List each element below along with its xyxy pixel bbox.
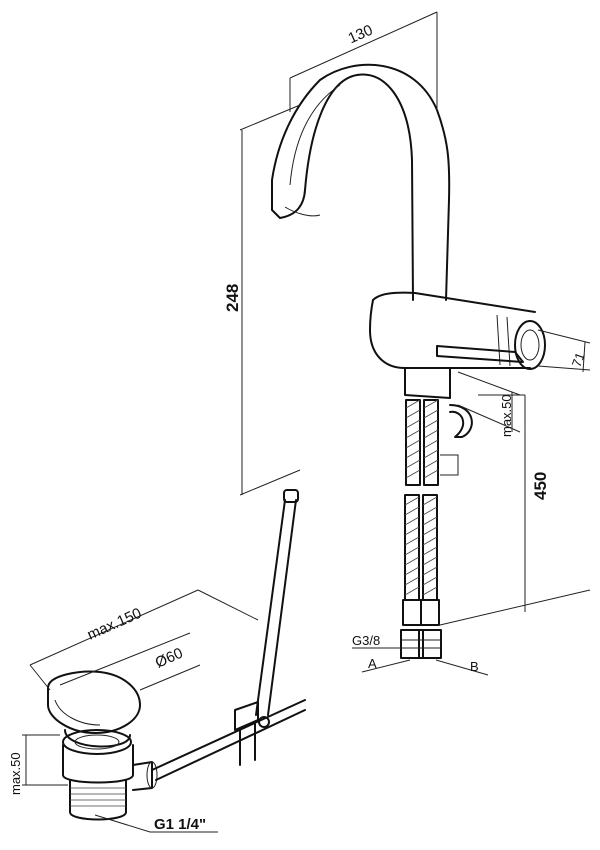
waste-cap — [47, 670, 141, 734]
dim-248-ext — [239, 104, 301, 496]
fixing-clamp — [449, 404, 473, 438]
dim-248-text: 248 — [223, 284, 242, 312]
lift-rod-knob — [283, 489, 299, 503]
body-base — [404, 367, 451, 399]
dim-waste-max50-lines — [22, 734, 68, 786]
nut-right — [418, 629, 442, 659]
waste-cap-shade — [54, 699, 101, 726]
fitting-left — [402, 599, 422, 626]
port-a-leader — [361, 659, 411, 673]
spout — [271, 63, 451, 301]
dim-max50-ext — [457, 371, 521, 433]
dim-dia60-text: Ø60 — [153, 645, 186, 672]
handle-ring — [496, 314, 501, 366]
dim-450-lines — [439, 394, 591, 626]
dim-71-ext — [537, 329, 591, 371]
hose-right-upper — [423, 399, 439, 486]
rod-joint — [258, 716, 270, 728]
spout-tip — [284, 206, 321, 217]
fixing-nut — [440, 454, 459, 476]
dim-450-text: 450 — [531, 472, 550, 500]
dim-waste-max50-text: max.50 — [8, 752, 23, 795]
g38-text: G3/8 — [352, 633, 380, 648]
port-a-text: A — [368, 656, 377, 671]
g114-leader — [94, 814, 218, 833]
waste-thread — [70, 787, 126, 807]
body-cylinder — [369, 291, 536, 369]
dim-71-line — [582, 341, 586, 373]
spout-highlight — [289, 84, 341, 186]
dim-130-ext — [289, 12, 438, 112]
waste-assembly — [47, 489, 306, 821]
nut-facets — [401, 639, 441, 649]
port-b-text: B — [470, 659, 479, 674]
waste-ring — [62, 729, 132, 755]
dim-max50-text: max.50 — [499, 394, 514, 437]
faucet — [271, 63, 546, 659]
waste-side-nut-face — [146, 761, 158, 789]
pivot-rod — [151, 699, 306, 781]
hose-braid — [404, 399, 439, 596]
waste-body — [62, 744, 134, 784]
fitting-right — [420, 599, 440, 626]
dim-max150-text: max.150 — [85, 605, 144, 644]
lever — [436, 345, 524, 363]
handle-cap-inner — [520, 329, 540, 361]
dim-dia60-line — [59, 632, 191, 686]
port-b-leader — [435, 659, 489, 676]
clevis-strap — [234, 701, 259, 731]
waste-side-nut — [132, 761, 153, 791]
g114-text: G1 1/4" — [154, 816, 206, 833]
waste-ring-inner — [74, 734, 120, 750]
dim-max150-ext — [29, 589, 259, 691]
clevis-strap-tail — [239, 721, 256, 766]
lift-rod — [255, 499, 297, 716]
hose-left-upper — [405, 399, 421, 486]
faucet-dimensions: 130 248 71 max.50 450 G3/8 A B — [223, 11, 591, 676]
dim-130-line — [289, 11, 438, 79]
waste-tail — [69, 779, 127, 821]
dim-max150-line — [29, 589, 199, 666]
hoses — [400, 399, 442, 659]
waste-dimensions: max.150 Ø60 max.50 G1 1/4" — [8, 589, 259, 833]
dim-dia60-ext — [139, 664, 201, 691]
handle-cap — [514, 320, 546, 370]
dim-130-text: 130 — [346, 22, 376, 48]
handle-ring-2 — [506, 316, 511, 367]
dim-71-text: 71 — [569, 350, 588, 369]
